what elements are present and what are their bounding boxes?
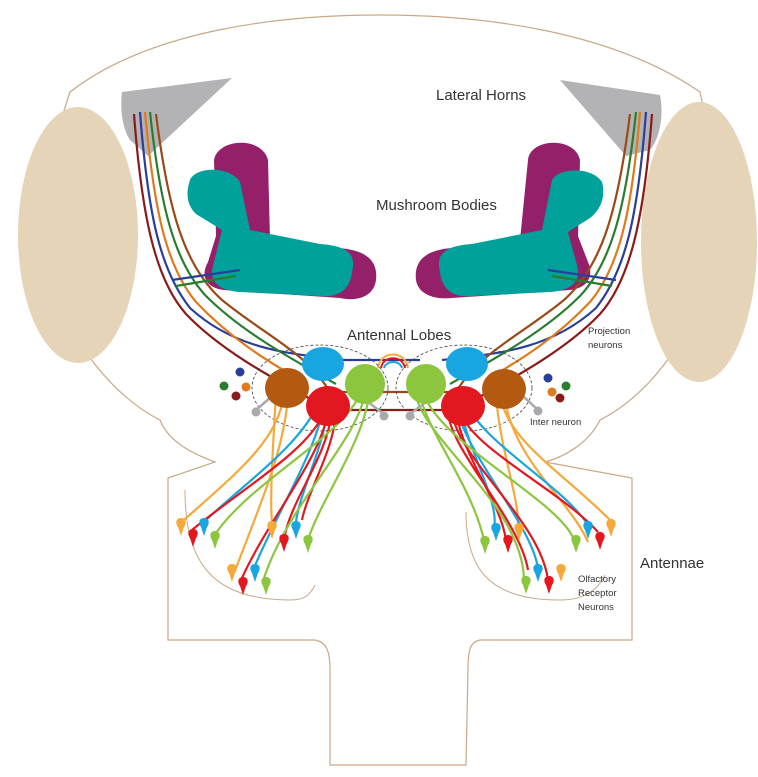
- label-orn-1: Olfactory: [578, 574, 616, 585]
- label-mushroom-bodies: Mushroom Bodies: [376, 197, 497, 214]
- orn-cells-left: [176, 518, 312, 595]
- label-projection-neurons-2: neurons: [588, 340, 623, 351]
- eye-left: [18, 107, 138, 363]
- label-projection-neurons-1: Projection: [588, 326, 630, 337]
- label-lateral-horns: Lateral Horns: [436, 87, 526, 104]
- lateral-horn-left: [121, 78, 232, 156]
- label-orn-2: Receptor: [578, 588, 617, 599]
- commissure-arcs: [378, 355, 408, 369]
- glomeruli-left: [265, 347, 385, 426]
- label-inter-neuron: Inter neuron: [530, 417, 581, 428]
- eye-right: [641, 102, 757, 382]
- label-antennal-lobes: Antennal Lobes: [347, 327, 451, 344]
- orn-axons-right: [414, 386, 610, 580]
- label-antennae: Antennae: [640, 555, 704, 572]
- mushroom-body-left: [188, 143, 377, 299]
- label-orn-3: Neurons: [578, 602, 614, 613]
